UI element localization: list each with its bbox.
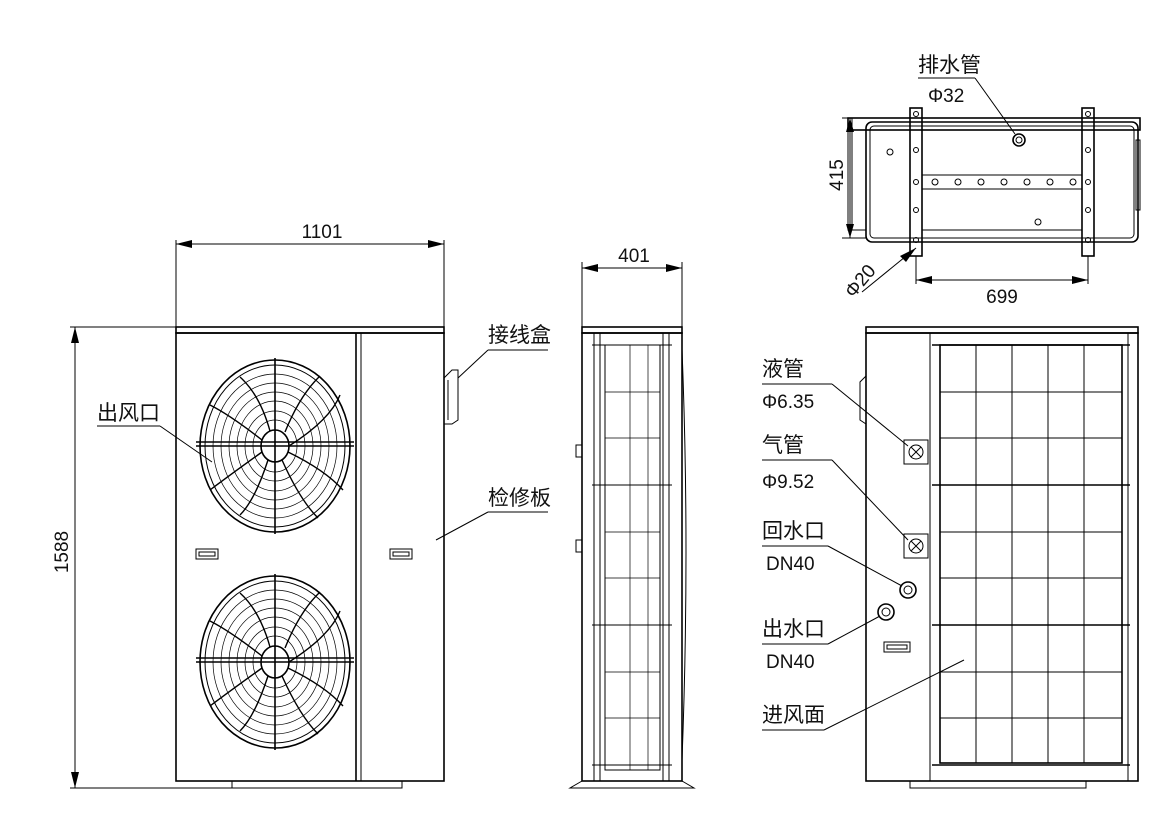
front-view: 1101 1588 出风口 接线盒 检修板 <box>52 222 551 789</box>
front-handle-left <box>195 548 219 560</box>
top-span-label: 699 <box>986 287 1018 308</box>
side-depth-label: 401 <box>618 246 650 267</box>
side-top-cap <box>581 326 683 334</box>
fan-guard-upper <box>196 358 354 534</box>
liquid-pipe-valve <box>903 439 929 465</box>
liquid-size-label: Φ6.35 <box>762 392 814 413</box>
top-depth-dimension: 415 <box>827 117 866 239</box>
rear-view: 液管 Φ6.35 气管 Φ9.52 回水口 DN40 出水口 DN40 进风面 <box>762 326 1139 789</box>
top-view: 排水管 Φ32 415 699 Φ20 <box>827 53 1141 308</box>
front-handle-right <box>389 548 413 560</box>
drain-size-label: Φ32 <box>928 86 964 107</box>
side-view: 401 <box>568 246 696 789</box>
junction-box <box>443 369 459 425</box>
label-water-outlet: 出水口 DN40 <box>762 615 881 673</box>
top-depth-label: 415 <box>827 159 848 191</box>
front-base <box>231 780 403 789</box>
front-height-dimension: 1588 <box>52 326 232 789</box>
front-body <box>175 332 445 782</box>
liquid-pipe-label: 液管 <box>762 357 804 381</box>
rear-body <box>865 332 1139 782</box>
water-outlet-fitting <box>877 603 895 621</box>
gas-size-label: Φ9.52 <box>762 472 814 493</box>
front-height-label: 1588 <box>52 531 73 573</box>
label-service-panel: 检修板 <box>435 486 551 541</box>
top-rail-holes <box>913 111 1091 243</box>
drain-label: 排水管 <box>918 53 981 77</box>
gas-pipe-valve <box>903 533 929 559</box>
top-hole-dimension: Φ20 <box>841 247 917 302</box>
side-coil-grid <box>592 344 672 771</box>
fan-guard-lower <box>196 574 354 750</box>
rear-top-cap <box>865 326 1139 334</box>
rear-coil-grid <box>932 344 1130 766</box>
front-top-cap <box>175 326 445 334</box>
top-rail-upper <box>847 117 1141 131</box>
air-inlet-label: 进风面 <box>762 703 825 727</box>
junction-box-label: 接线盒 <box>488 323 551 347</box>
rear-handle <box>883 641 911 653</box>
gas-pipe-label: 气管 <box>762 433 804 457</box>
side-depth-dimension: 401 <box>581 246 683 327</box>
label-outlet: 出风口 <box>97 401 213 463</box>
drain-pipe <box>1012 133 1026 147</box>
label-air-inlet: 进风面 <box>762 659 965 731</box>
label-junction-box: 接线盒 <box>457 323 551 379</box>
top-span-dimension: 699 <box>915 256 1089 308</box>
outlet-label: 出风口 <box>97 401 160 425</box>
rear-base <box>909 780 1087 789</box>
label-water-return: 回水口 DN40 <box>762 519 903 587</box>
water-return-size-label: DN40 <box>766 554 815 575</box>
water-outlet-size-label: DN40 <box>766 652 815 673</box>
label-drain: 排水管 Φ32 <box>918 53 1016 135</box>
service-panel-label: 检修板 <box>488 486 551 510</box>
label-liquid-pipe: 液管 Φ6.35 <box>762 357 909 447</box>
top-outline <box>865 121 1139 243</box>
side-body <box>581 332 683 782</box>
water-return-label: 回水口 <box>762 519 825 543</box>
water-return-fitting <box>899 581 917 599</box>
front-width-label: 1101 <box>302 222 343 243</box>
label-gas-pipe: 气管 Φ9.52 <box>762 433 909 541</box>
water-outlet-label: 出水口 <box>762 617 825 641</box>
front-width-dimension: 1101 <box>175 222 445 327</box>
